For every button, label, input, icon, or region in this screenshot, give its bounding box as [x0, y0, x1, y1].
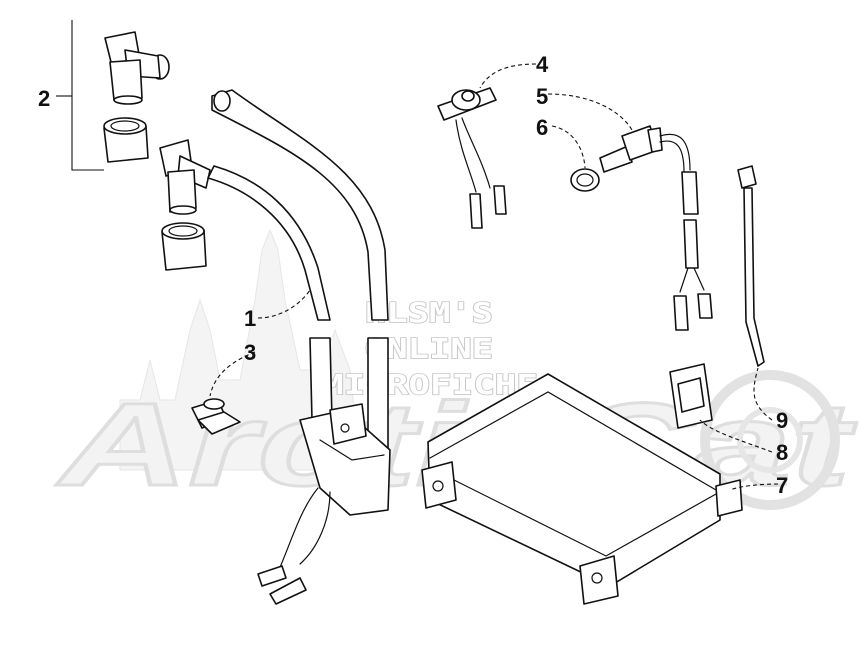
part-temp-sensor — [599, 125, 713, 331]
part-cdi-module — [421, 373, 743, 605]
part-spark-plug-cap-upper — [104, 31, 170, 105]
callout-5: 5 — [536, 84, 548, 109]
callout-7: 7 — [776, 473, 788, 498]
callout-labels: 1 2 3 4 5 6 7 8 9 — [38, 52, 788, 498]
leader-8 — [699, 419, 773, 453]
part-washer — [570, 168, 600, 192]
callout-2: 2 — [38, 86, 50, 111]
leader-7 — [729, 483, 779, 491]
watermark-wheel-hub — [737, 407, 803, 473]
leader-bracket-2 — [71, 20, 104, 171]
part-spark-plug-cap-lower — [159, 139, 211, 215]
callout-leaders — [56, 20, 779, 491]
part-sensor — [437, 87, 507, 229]
callout-4: 4 — [536, 52, 549, 77]
callout-3: 3 — [244, 340, 256, 365]
leader-3 — [209, 351, 256, 397]
leader-4 — [479, 63, 537, 89]
part-plug-boot-lower — [161, 222, 207, 271]
callout-6: 6 — [536, 115, 548, 140]
part-clip — [191, 398, 241, 435]
part-ignition-coil-leads — [207, 89, 391, 605]
part-plug-boot-upper — [103, 117, 149, 163]
leader-6 — [551, 125, 586, 169]
leader-1 — [257, 289, 311, 319]
callout-1: 1 — [244, 306, 256, 331]
watermark-line-3: MICROFICHE — [322, 368, 538, 401]
callout-9: 9 — [776, 408, 788, 433]
leader-5 — [547, 93, 633, 131]
callout-8: 8 — [776, 440, 788, 465]
watermark-wheel — [700, 370, 840, 510]
leader-9 — [753, 367, 773, 421]
part-cable-tie — [737, 165, 765, 367]
part-connector-block — [669, 363, 713, 429]
